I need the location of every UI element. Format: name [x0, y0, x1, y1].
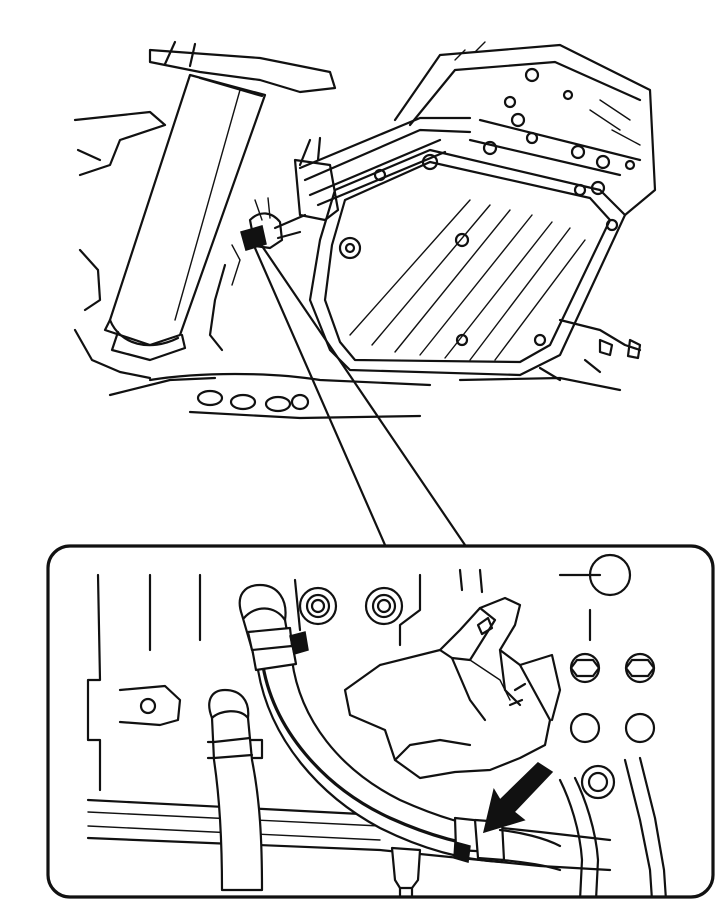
crossmember	[148, 372, 432, 420]
hose-clamp-upper	[246, 626, 309, 672]
shift-lever-bracket	[343, 596, 562, 780]
vehicle-body-left	[73, 110, 241, 397]
shock-absorber	[103, 40, 337, 362]
arrow-icon	[482, 762, 554, 834]
zoom-callout	[253, 244, 467, 547]
detail-frame	[46, 544, 715, 899]
hose-clip-overview	[240, 197, 307, 251]
support-strap	[558, 756, 668, 897]
bracket-right	[458, 318, 642, 392]
oil-pan	[308, 148, 627, 377]
transmission-case	[393, 41, 657, 217]
cooler-pipes	[293, 116, 472, 222]
overview-view	[73, 40, 657, 547]
oil-cooler-hose-2	[206, 688, 264, 892]
detail-view	[46, 544, 715, 899]
transmission-case-detail	[86, 553, 632, 792]
pipe-bracket	[390, 846, 422, 897]
